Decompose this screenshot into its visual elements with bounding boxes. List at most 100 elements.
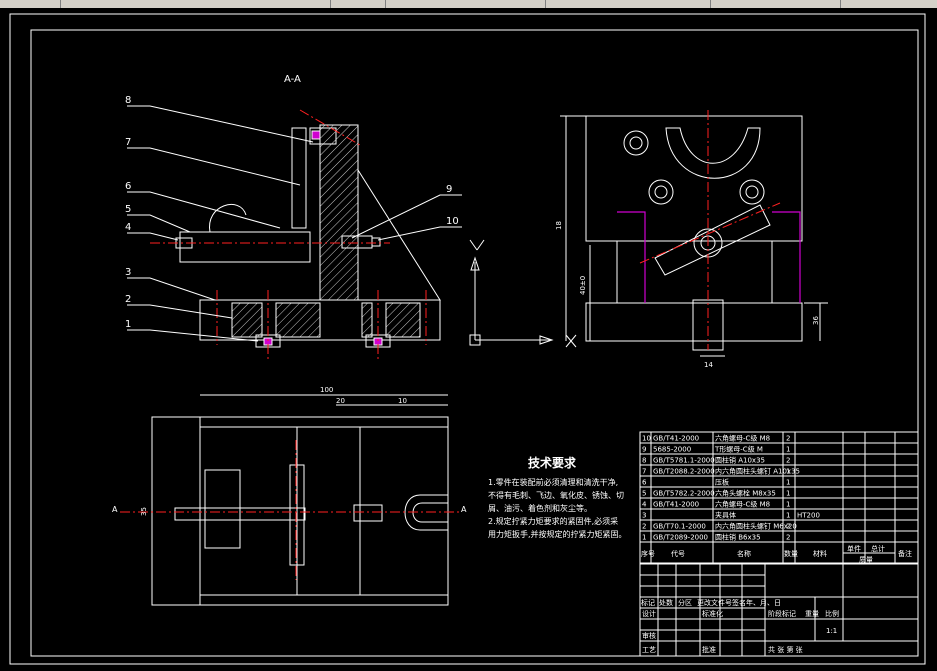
tb-standard: 标准化 [702, 609, 723, 618]
callout-2: 2 [125, 294, 131, 305]
bom-qty: 2 [786, 435, 790, 443]
tb-approve: 批准 [702, 645, 716, 654]
dim-plan-width: 100 [320, 386, 333, 394]
tb-mark: 标记 [641, 598, 655, 607]
bom-name: 内六角圆柱头螺钉 M6x20 [715, 522, 797, 531]
bom-header-code: 代号 [671, 549, 685, 558]
tb-stage-mark: 阶段标记 [768, 609, 796, 618]
bom-header-seq: 序号 [641, 549, 655, 558]
bom-name: 圆柱销 B6x35 [715, 533, 761, 542]
bom-name: 六角螺母-C级 M8 [715, 500, 770, 509]
tb-scale: 比例 [825, 609, 839, 618]
callout-1: 1 [125, 319, 131, 330]
tb-zone: 分区 [678, 598, 692, 607]
tb-date: 年、月、日 [746, 598, 781, 607]
bom-code: GB/T41-2000 [653, 435, 699, 443]
bom-seq: 6 [642, 479, 647, 487]
bom-code: GB/T5781.1-2000 [653, 457, 715, 465]
technical-requirements: 技术要求 1.零件在装配前必须清理和清洗干净, 不得有毛刺、飞边、氧化皮、锈蚀、… [488, 455, 627, 539]
bom-name: 内六角圆柱头螺钉 A10x35 [715, 467, 800, 476]
dim-side-bottom: 14 [704, 361, 713, 369]
bom-seq: 1 [642, 534, 646, 542]
bom-seq: 9 [642, 446, 646, 454]
tech-req-line-3: 屑、油污、着色剂和灰尘等。 [488, 503, 592, 513]
dim-side-left: 40±0 [579, 276, 587, 295]
bom-header-remark: 备注 [898, 549, 912, 558]
bom-seq: 4 [642, 501, 647, 509]
bom-seq: 5 [642, 490, 646, 498]
bom-header-mass: 质量 [859, 555, 873, 564]
plan-view: 100 20 10 35 A A [112, 386, 467, 606]
section-view-a-a: A-A [125, 74, 462, 360]
bom-qty: 2 [786, 523, 790, 531]
bom-seq: 8 [642, 457, 646, 465]
tech-req-line-5: 用力矩扳手,并按规定的拧紧力矩紧固。 [488, 529, 627, 539]
bom-qty: 1 [786, 490, 790, 498]
bom-header-qty: 数量 [784, 549, 798, 558]
bom-seq: 10 [642, 435, 651, 443]
bom-qty: 2 [786, 457, 790, 465]
bom-code: 5685-2000 [653, 446, 691, 454]
bom-name: 圆柱销 A10x35 [715, 456, 765, 465]
tb-count: 处数 [659, 598, 673, 607]
tb-review: 审核 [642, 631, 656, 640]
dim-side-right: 36 [812, 316, 820, 325]
dim-side-height: 18 [555, 221, 563, 230]
dim-plan-mid: 20 [336, 397, 345, 405]
drawing-sheet: A-A [9, 13, 926, 665]
bom-qty: 1 [786, 468, 790, 476]
inner-frame [30, 29, 919, 657]
side-view: 18 40±0 14 36 [555, 110, 828, 369]
bom-header-mass-total: 总计 [871, 544, 885, 553]
section-label: A-A [284, 74, 301, 85]
bom-header-name: 名称 [737, 549, 751, 558]
bom-code: GB/T2089-2000 [653, 534, 708, 542]
callout-10: 10 [446, 216, 459, 227]
callout-6: 6 [125, 181, 131, 192]
bom-name: 六角螺母-C级 M8 [715, 434, 770, 443]
tb-weight: 重量 [805, 610, 819, 618]
callout-4: 4 [125, 222, 131, 233]
bom-qty: 1 [786, 501, 790, 509]
bom-code: GB/T70.1-2000 [653, 523, 706, 531]
section-mark-right: A [461, 505, 467, 514]
cad-drawing-canvas[interactable]: A-A [0, 8, 937, 671]
tech-req-line-4: 2.规定拧紧力矩要求的紧固件,必须采 [488, 516, 618, 526]
bom-code: GB/T5782.2-2000 [653, 490, 715, 498]
outer-frame [9, 13, 926, 665]
dim-plan-right: 10 [398, 397, 407, 405]
tech-req-line-2: 不得有毛刺、飞边、氧化皮、锈蚀、切 [488, 490, 624, 500]
section-mark-left: A [112, 505, 118, 514]
tech-req-line-1: 1.零件在装配前必须清理和清洗干净, [488, 477, 618, 487]
callout-7: 7 [125, 137, 131, 148]
callout-3: 3 [125, 267, 131, 278]
tech-req-title: 技术要求 [528, 455, 577, 470]
dim-plan-left: 35 [140, 507, 148, 516]
tb-process: 工艺 [642, 646, 656, 654]
bom-code: GB/T41-2000 [653, 501, 699, 509]
bom-name: 压板 [715, 478, 729, 487]
bom-qty: 1 [786, 512, 790, 520]
bom-name: T形螺母-C级 M [714, 445, 763, 454]
callout-9: 9 [446, 184, 452, 195]
bom-name: 六角头螺栓 M8x35 [715, 489, 776, 498]
bom-qty: 2 [786, 534, 790, 542]
callout-5: 5 [125, 204, 131, 215]
bom-header-material: 材料 [813, 549, 827, 558]
bom-header-mass-single: 单件 [847, 544, 861, 553]
ucs-icon [469, 239, 554, 346]
tb-sheet: 共 张 第 张 [768, 645, 803, 654]
tb-signature: 签名 [732, 598, 746, 607]
bom-seq: 3 [642, 512, 646, 520]
bom-seq: 2 [642, 523, 646, 531]
tb-change-doc: 更改文件号 [697, 598, 732, 607]
bom-material: HT200 [797, 512, 820, 520]
bom-seq: 7 [642, 468, 646, 476]
title-block: 标记 处数 分区 更改文件号 签名 年、月、日 设计 标准化 阶段标记 重量 比… [639, 562, 919, 657]
bom-name: 夹具体 [715, 511, 736, 520]
callout-8: 8 [125, 95, 131, 106]
tb-design: 设计 [642, 609, 656, 618]
bom-qty: 1 [786, 479, 790, 487]
bom-qty: 1 [786, 446, 790, 454]
